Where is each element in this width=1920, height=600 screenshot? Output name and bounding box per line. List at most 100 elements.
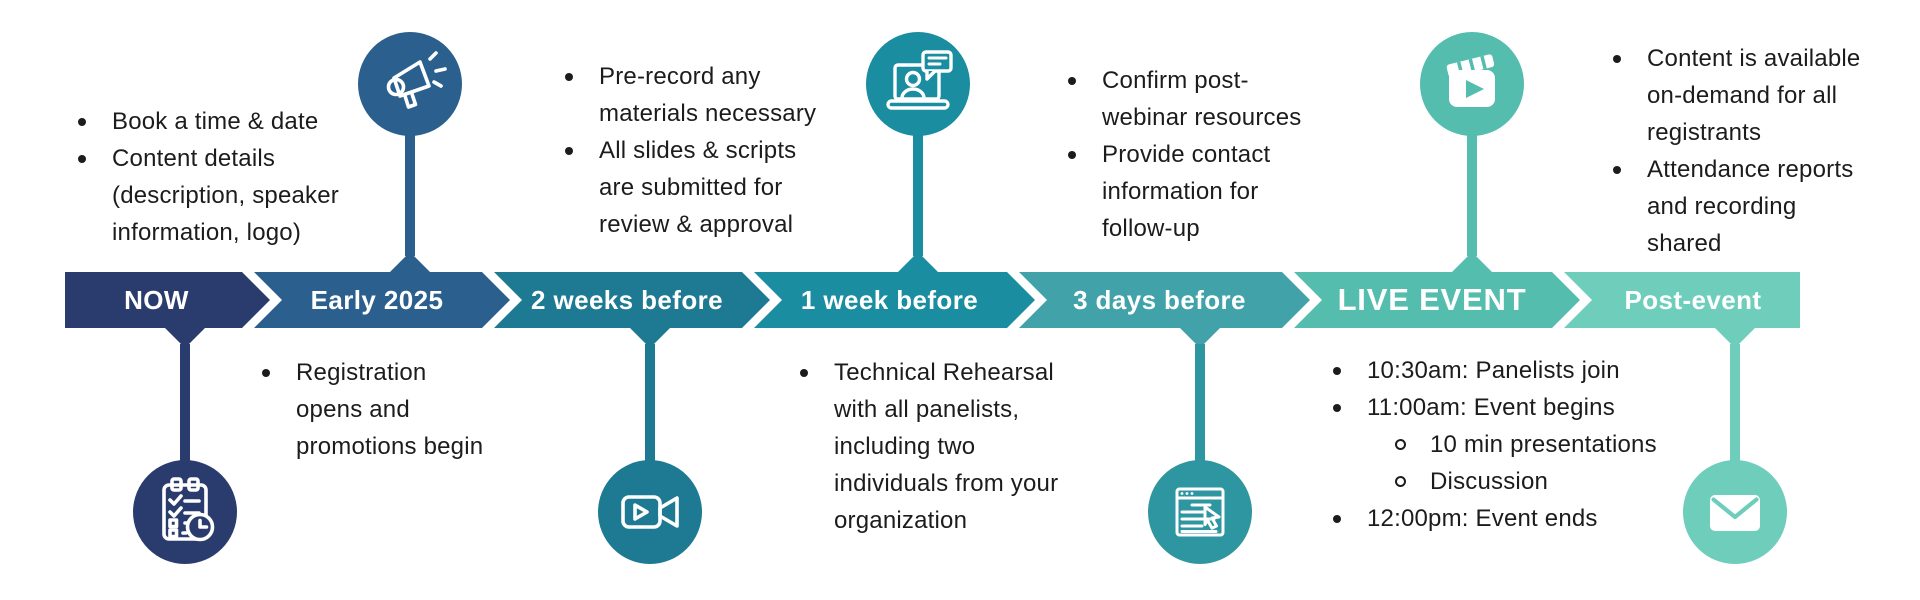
bullet-dot: [800, 369, 808, 377]
note-line: Pre-record any: [599, 62, 761, 90]
sub-bullet-dot: [1395, 476, 1406, 487]
note-line: webinar resources: [1102, 103, 1302, 131]
timeline-segment-now: NOW: [65, 272, 270, 328]
segment-label-live-event: LIVE EVENT: [1337, 282, 1527, 317]
note-line: 10 min presentations: [1430, 430, 1657, 458]
note-item: Book a time & date: [78, 103, 339, 140]
note-item: 11:00am: Event begins: [1333, 389, 1657, 426]
video-camera-icon: [621, 495, 679, 529]
note-lines: 11:00am: Event begins: [1367, 389, 1615, 426]
note-line: materials necessary: [599, 99, 817, 127]
connector-stem: [1467, 128, 1477, 256]
icon-circle-1-week-before: [866, 32, 970, 136]
note-item: 12:00pm: Event ends: [1333, 500, 1657, 537]
note-lines: Registration opens and promotions begin: [296, 354, 483, 465]
icon-circle-live-event: [1420, 32, 1524, 136]
envelope-icon: [1710, 495, 1760, 531]
timeline-segment-early-2025: Early 2025: [254, 272, 510, 328]
bullet-dot: [1068, 77, 1076, 85]
connector-triangle: [1180, 328, 1220, 348]
note-lines: Discussion: [1430, 463, 1548, 500]
note-line: 11:00am: Event begins: [1367, 393, 1615, 421]
note-line: Book a time & date: [112, 107, 319, 135]
bullet-dot: [1613, 166, 1621, 174]
timeline-segment-post-event: Post-event: [1564, 272, 1800, 328]
connector-stem: [1195, 344, 1205, 468]
bullet-dot: [565, 147, 573, 155]
note-line: opens and: [296, 395, 410, 423]
note-item: Pre-record any materials necessary: [565, 58, 816, 132]
segment-label-3-days-before: 3 days before: [1073, 284, 1246, 315]
icon-circle-now: [133, 460, 237, 564]
note-line: with all panelists,: [834, 395, 1020, 423]
note-line: promotions begin: [296, 432, 484, 460]
live-event-notes: 10:30am: Panelists join 11:00am: Event be…: [1333, 352, 1657, 537]
note-item: 10 min presentations: [1395, 426, 1657, 463]
note-line: including two: [834, 432, 976, 460]
note-line: Content details: [112, 144, 276, 172]
icon-circle-3-days-before: [1148, 460, 1252, 564]
segment-label-2-weeks-before: 2 weeks before: [530, 284, 724, 315]
timeline-segment-3-days-before: 3 days before: [1019, 272, 1310, 328]
connector-triangle: [1452, 252, 1492, 272]
browser-cursor-icon: [1175, 487, 1225, 537]
note-line: registrants: [1647, 118, 1762, 146]
note-line: Provide contact: [1102, 140, 1271, 168]
segment-label-now: NOW: [124, 284, 189, 315]
note-line: 10:30am: Panelists join: [1367, 356, 1620, 384]
note-item: Content is available on-demand for all reg…: [1613, 40, 1860, 151]
connector-triangle: [390, 252, 430, 272]
timeline-segment-2-weeks-before: 2 weeks before: [494, 272, 770, 328]
note-lines: Confirm post-webinar resources: [1102, 62, 1302, 136]
connector-stem: [645, 344, 655, 468]
note-line: Confirm post-: [1102, 66, 1249, 94]
note-lines: Content is available on-demand for all reg…: [1647, 40, 1860, 151]
note-line: Content is available: [1647, 44, 1861, 72]
note-line: (description, speaker: [112, 181, 339, 209]
bullet-dot: [1333, 515, 1341, 523]
early-2025-notes: Registration opens and promotions begin: [262, 354, 483, 465]
note-line: 12:00pm: Event ends: [1367, 504, 1598, 532]
laptop-chat-icon: [886, 50, 953, 110]
note-line: individuals from your: [834, 469, 1059, 497]
note-line: All slides & scripts: [599, 136, 797, 164]
segment-label-early-2025: Early 2025: [310, 284, 444, 315]
note-line: shared: [1647, 229, 1722, 257]
note-line: on-demand for all: [1647, 81, 1838, 109]
note-item: Registration opens and promotions begin: [262, 354, 483, 465]
connector-stem: [180, 344, 190, 468]
connector-stem: [405, 128, 415, 256]
connector-stem: [913, 128, 923, 256]
connector-triangle: [898, 252, 938, 272]
connector-triangle: [1715, 328, 1755, 348]
icon-circle-early-2025: [358, 32, 462, 136]
note-lines: 10:30am: Panelists join: [1367, 352, 1620, 389]
note-item: 10:30am: Panelists join: [1333, 352, 1657, 389]
note-line: information for: [1102, 177, 1259, 205]
clipboard-checklist-icon: [162, 477, 215, 542]
bullet-dot: [78, 155, 86, 163]
clapperboard-play-icon: [1446, 54, 1495, 107]
bullet-dot: [1333, 404, 1341, 412]
timeline-segment-1-week-before: 1 week before: [754, 272, 1035, 328]
icon-circle-post-event: [1683, 460, 1787, 564]
note-item: Confirm post-webinar resources: [1068, 62, 1302, 136]
bullet-dot: [78, 118, 86, 126]
icon-circle-2-weeks-before: [598, 460, 702, 564]
segment-label-post-event: Post-event: [1624, 284, 1762, 315]
note-line: Attendance reports: [1647, 155, 1854, 183]
note-line: review & approval: [599, 210, 794, 238]
connector-triangle: [630, 328, 670, 348]
bullet-dot: [565, 73, 573, 81]
note-line: organization: [834, 506, 968, 534]
sub-bullet-dot: [1395, 439, 1406, 450]
note-line: Registration: [296, 358, 427, 386]
